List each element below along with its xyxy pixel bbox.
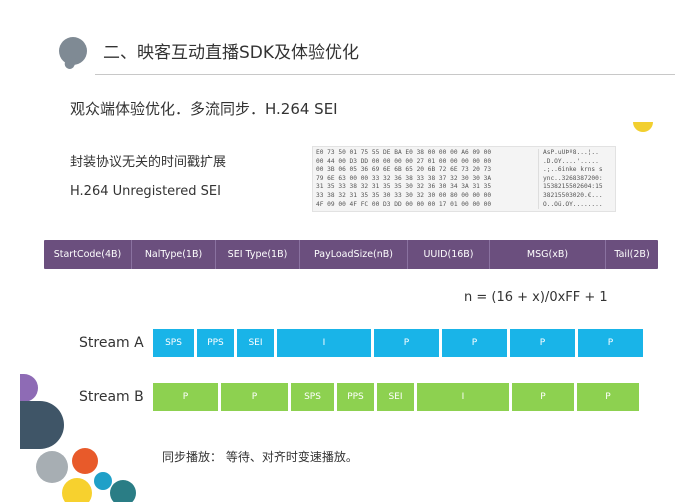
hex-ascii: 1538215502604:15 <box>538 183 612 192</box>
hex-row: 79 6E 63 00 00 33 32 36 38 33 38 37 32 3… <box>316 174 612 184</box>
sync-playback-note: 同步播放： 等待、对齐时变速播放。 <box>162 450 358 464</box>
packet-field-payloadsize: PayLoadSize(nB) <box>300 240 408 269</box>
hex-row: 4F 09 00 4F FC 00 D3 DD 00 00 00 17 01 0… <box>316 200 612 210</box>
hex-row: 00 44 00 D3 DD 00 00 00 00 27 01 00 00 0… <box>316 157 612 167</box>
frame-p: P <box>577 383 639 411</box>
description-unregistered-sei: H.264 Unregistered SEI <box>70 184 221 199</box>
packet-field-naltype: NalType(1B) <box>132 240 216 269</box>
hex-bytes: 4F 09 00 4F FC 00 D3 DD 00 00 00 17 01 0… <box>316 200 492 208</box>
hex-bytes: 31 35 33 38 32 31 35 35 30 32 36 30 34 3… <box>316 183 492 191</box>
frame-sei: SEI <box>377 383 414 411</box>
description-timestamp-extension: 封装协议无关的时间戳扩展 <box>70 155 227 170</box>
frame-p: P <box>510 329 575 357</box>
hex-row: 33 38 32 31 35 35 30 33 30 32 30 00 80 0… <box>316 191 612 201</box>
frame-p: P <box>374 329 439 357</box>
decorative-gray-circle <box>36 451 68 483</box>
packet-field-tail: Tail(2B) <box>614 249 650 260</box>
frame-p: P <box>221 383 288 411</box>
payload-size-formula: n = (16 + x)/0xFF + 1 <box>464 290 608 305</box>
packet-field-uuid: UUID(16B) <box>408 240 490 269</box>
stream-b-frames: P P SPS PPS SEI I P P <box>153 383 639 411</box>
frame-p: P <box>442 329 507 357</box>
hex-bytes: 33 38 32 31 35 35 30 33 30 32 30 00 80 0… <box>316 191 492 199</box>
hex-row: E0 73 50 01 75 55 DE BA E0 38 00 00 00 A… <box>316 149 612 158</box>
packet-field-startcode: StartCode(4B) <box>44 240 132 269</box>
decorative-teal-circle <box>110 480 136 502</box>
stream-a-label: Stream A <box>79 335 144 351</box>
frame-sei: SEI <box>237 329 274 357</box>
hex-bytes: E0 73 50 01 75 55 DE BA E0 38 00 00 00 A… <box>316 149 492 156</box>
stream-b-label: Stream B <box>79 389 144 405</box>
packet-field-seitype: SEI Type(1B) <box>216 240 300 269</box>
hex-bytes: 00 3B 06 05 36 69 6E 6B 65 20 6B 72 6E 7… <box>316 166 492 174</box>
hex-bytes: 79 6E 63 00 00 33 32 36 38 33 38 37 32 3… <box>316 174 492 182</box>
hex-bytes: 00 44 00 D3 DD 00 00 00 00 27 01 00 00 0… <box>316 157 492 165</box>
frame-p: P <box>153 383 218 411</box>
header-divider <box>95 74 675 75</box>
frame-p: P <box>512 383 574 411</box>
hex-ascii: .D.ÓÝ....'..... <box>538 157 612 167</box>
decorative-half-circle <box>633 122 653 132</box>
hex-ascii: .;..6inke krns s <box>538 166 612 175</box>
header-bullet-icon <box>59 37 87 65</box>
hex-row: 31 35 33 38 32 31 35 35 30 32 36 30 34 3… <box>316 183 612 192</box>
decorative-purple-circle <box>20 374 38 402</box>
frame-i: I <box>417 383 509 411</box>
hex-ascii: O..Oü.ÓÝ........ <box>538 200 612 210</box>
frame-sps: SPS <box>291 383 334 411</box>
hex-ascii: AsP.uUÞº8...¦.. <box>538 149 612 158</box>
hex-ascii: 38215503020.€... <box>538 191 612 201</box>
frame-p: P <box>578 329 643 357</box>
hex-dump-panel: E0 73 50 01 75 55 DE BA E0 38 00 00 00 A… <box>312 146 616 212</box>
decorative-blue-circle <box>94 472 112 490</box>
decorative-navy-circle <box>20 401 64 449</box>
stream-a-frames: SPS PPS SEI I P P P P <box>153 329 643 357</box>
frame-sps: SPS <box>153 329 194 357</box>
hex-row: 00 3B 06 05 36 69 6E 6B 65 20 6B 72 6E 7… <box>316 166 612 175</box>
packet-field-msg: MSG(xB) <box>490 240 606 269</box>
frame-i: I <box>277 329 371 357</box>
sei-packet-structure: StartCode(4B) NalType(1B) SEI Type(1B) P… <box>44 240 658 269</box>
decorative-orange-circle <box>72 448 98 474</box>
frame-pps: PPS <box>337 383 374 411</box>
frame-pps: PPS <box>197 329 234 357</box>
section-title: 二、映客互动直播SDK及体验优化 <box>103 43 360 63</box>
decorative-yellow-circle <box>62 478 92 502</box>
hex-ascii: ync..3268387200: <box>538 174 612 184</box>
slide-subtitle: 观众端体验优化．多流同步．H.264 SEI <box>70 100 338 118</box>
